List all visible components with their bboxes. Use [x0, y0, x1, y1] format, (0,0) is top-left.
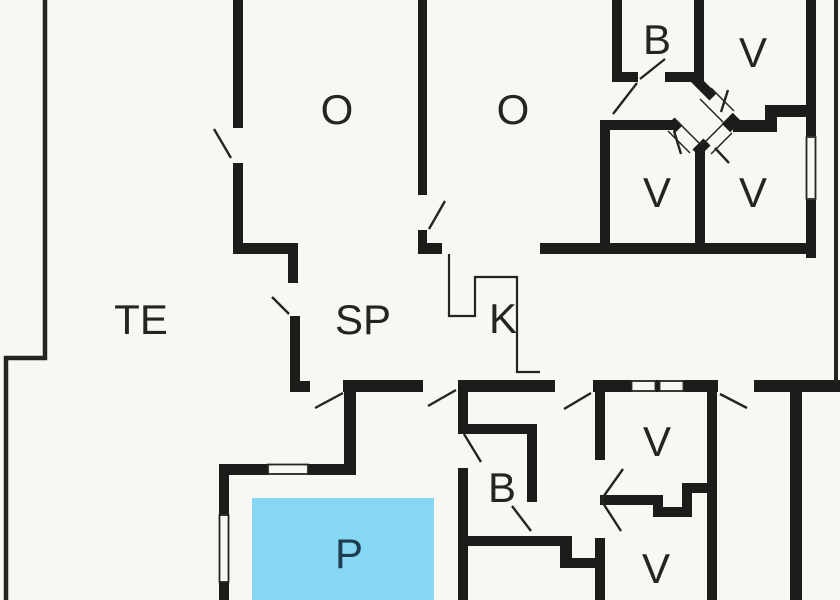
door-swings: [212, 58, 748, 532]
fixtures: [218, 136, 817, 583]
pool-water: [252, 498, 434, 600]
room-label-bedroom-bottom-upper: V: [642, 418, 672, 465]
room-label-bedroom-mid-right: V: [738, 169, 768, 216]
room-label-dining-area: SP: [334, 296, 392, 343]
window-south-2: [658, 380, 685, 392]
window-pool-left: [218, 514, 230, 583]
room-label-living-room-right: O: [496, 86, 530, 133]
window-pool-top: [267, 463, 309, 475]
window-right-wall: [805, 136, 817, 200]
room-label-bedroom-top-right: V: [738, 29, 768, 76]
boundary-lines: [3, 0, 838, 600]
room-label-kitchen: K: [488, 295, 518, 342]
room-label-bedroom-mid-left: V: [642, 169, 672, 216]
room-label-terrace: TE: [114, 296, 168, 343]
room-label-pool: P: [334, 530, 364, 577]
room-label-bathroom-top: B: [642, 16, 672, 63]
walls: [219, 0, 840, 600]
room-label-bathroom-bottom: B: [487, 464, 517, 511]
angled-walls: [667, 73, 742, 157]
kitchen-counter: [447, 254, 540, 374]
window-south-1: [630, 380, 657, 392]
room-label-living-room-left: O: [320, 86, 354, 133]
room-label-bedroom-bottom-lower: V: [641, 545, 671, 592]
